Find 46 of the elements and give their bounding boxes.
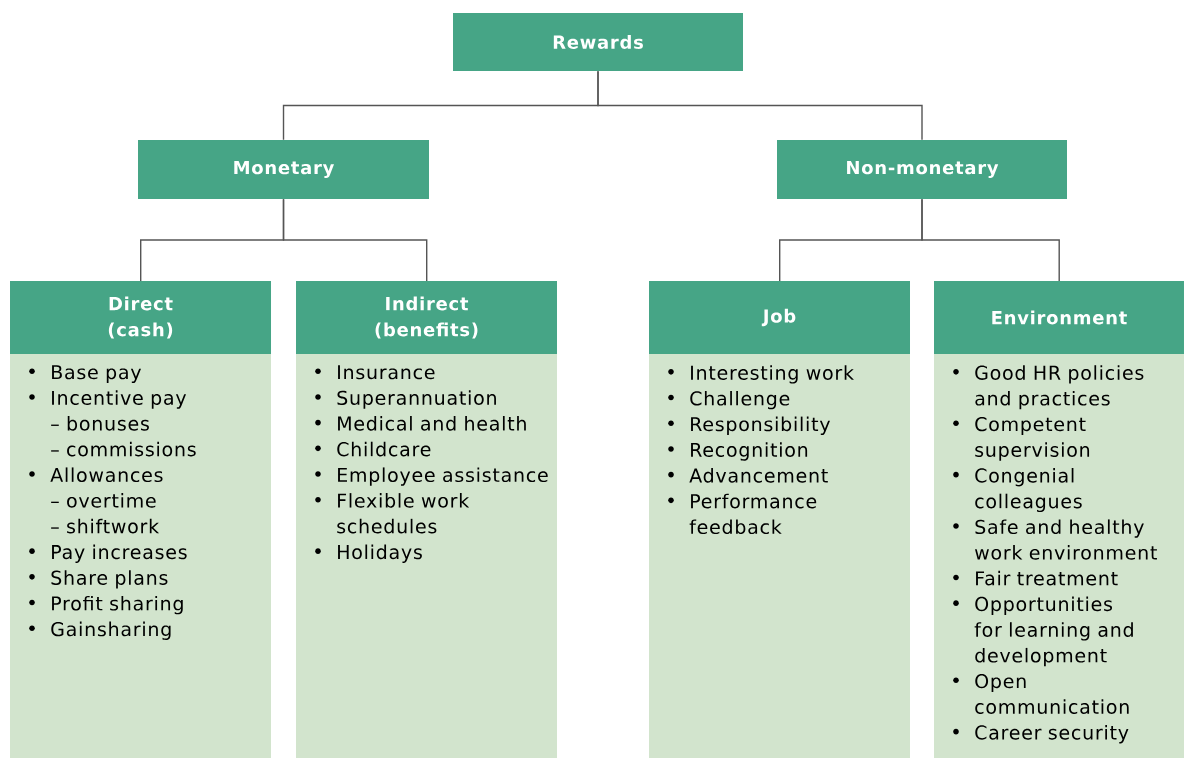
list-item: Career security — [953, 725, 1129, 744]
list-item: Interesting work — [668, 365, 854, 384]
list-item: Base pay — [29, 365, 141, 383]
column-box — [296, 281, 557, 758]
column-heading: Environment — [992, 310, 1127, 325]
list-item: – shiftwork — [51, 518, 160, 534]
list-item: Profit sharing — [29, 595, 183, 615]
list-item: Challenge — [668, 390, 790, 410]
heading-box: Non-monetary — [777, 140, 1067, 199]
list-item: Childcare — [315, 441, 431, 457]
heading-box: Monetary — [138, 140, 429, 199]
list-item: Fair treatment — [953, 570, 1118, 586]
list-item: Pay increases — [29, 544, 187, 563]
list-item: Holidays — [315, 544, 422, 563]
connector-line — [921, 198, 1060, 282]
connector-line — [597, 70, 923, 141]
list-item: Allowances — [29, 467, 163, 483]
column-box — [10, 281, 271, 758]
list-item: Performance feedback — [668, 493, 817, 535]
connector-line — [282, 198, 428, 282]
list-item: Safe and healthy work environment — [953, 519, 1157, 560]
list-item: Competent supervision — [953, 416, 1090, 461]
list-item: – overtime — [51, 493, 156, 508]
column-heading: Job — [761, 308, 796, 327]
column-heading: Direct (cash) — [108, 296, 173, 339]
list-item: Open communication — [953, 673, 1129, 714]
list-item: Medical and health — [315, 416, 526, 431]
list-item: Recognition — [668, 442, 808, 461]
list-item: – bonuses — [51, 416, 149, 431]
column-box — [934, 281, 1184, 758]
list-item: Opportunities for learning and development — [953, 596, 1133, 667]
list-item: Responsibility — [668, 416, 830, 435]
list-item: Gainsharing — [29, 621, 171, 640]
list-item: Congenial colleagues — [953, 468, 1082, 513]
list-item: Flexible work schedules — [315, 493, 470, 534]
list-item: Superannuation — [315, 390, 496, 409]
list-item: Insurance — [315, 365, 435, 380]
heading-box: Rewards — [453, 13, 743, 71]
list-item: Good HR policies and practices — [953, 365, 1144, 410]
list-item: Incentive pay — [29, 390, 186, 409]
list-item: Advancement — [668, 468, 828, 483]
list-item: Share plans — [29, 570, 168, 589]
list-item: Employee assistance — [315, 467, 548, 486]
list-item: – commissions — [51, 441, 196, 457]
column-box — [649, 281, 910, 758]
column-heading: Indirect (benefits) — [375, 296, 478, 339]
